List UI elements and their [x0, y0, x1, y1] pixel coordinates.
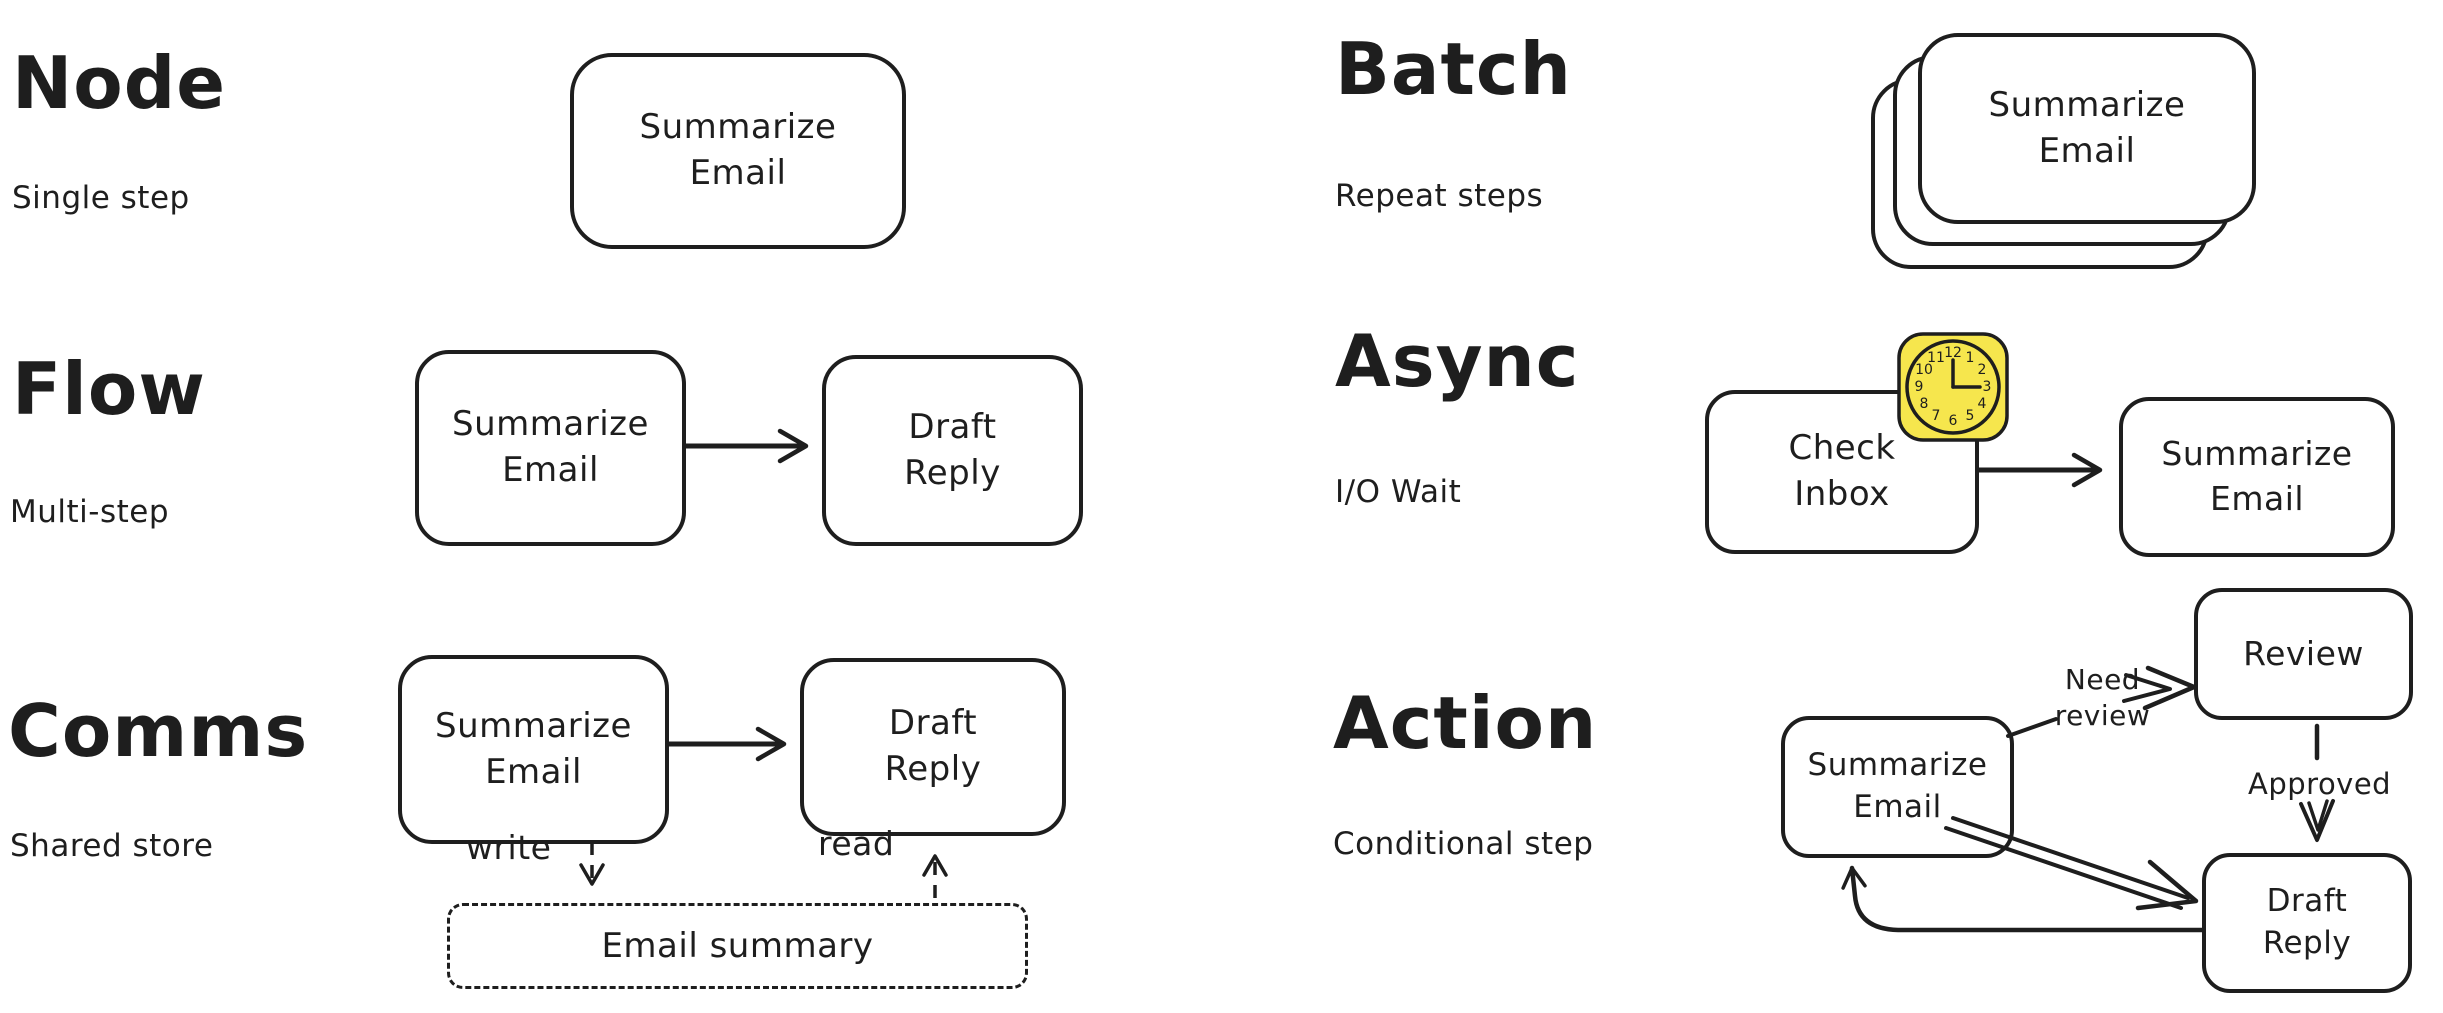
- clock-number: 1: [1966, 350, 1975, 366]
- async-check-inbox-box: Check Inbox: [1705, 390, 1979, 554]
- batch-section-title: Batch: [1335, 27, 1572, 111]
- clock-number: 12: [1944, 345, 1962, 361]
- clock-number: 6: [1949, 413, 1958, 429]
- clock-number: 8: [1920, 396, 1929, 412]
- flow-section-title: Flow: [12, 347, 206, 431]
- action-draft-reply-box: Draft Reply: [2202, 853, 2412, 993]
- node-section-subtitle: Single step: [12, 180, 190, 216]
- batch-section-subtitle: Repeat steps: [1335, 178, 1544, 214]
- clock-number: 10: [1915, 362, 1933, 378]
- clock-number: 9: [1915, 379, 1924, 395]
- action-summarize-email-box: Summarize Email: [1781, 716, 2014, 858]
- node-section-title: Node: [12, 41, 227, 125]
- clock-number: 4: [1978, 396, 1987, 412]
- node-summarize-email-box: Summarize Email: [570, 53, 906, 249]
- clock-number: 5: [1966, 408, 1975, 424]
- clock-number: 3: [1983, 379, 1992, 395]
- async-summarize-email-box: Summarize Email: [2119, 397, 2395, 557]
- clock-icon: 12 1 2 3 4 5 6 7 8 9 10 11: [1897, 332, 2009, 442]
- clock-number: 2: [1978, 362, 1987, 378]
- summarize-to-draft-arrowhead: [2135, 859, 2199, 911]
- write-label: write: [466, 828, 552, 867]
- email-summary-store-box: Email summary: [447, 903, 1028, 989]
- async-section-title: Async: [1335, 319, 1580, 403]
- approved-arrowhead: [2299, 799, 2335, 842]
- action-review-box: Review: [2194, 588, 2413, 720]
- comms-draft-reply-box: Draft Reply: [800, 658, 1066, 836]
- need-review-label: Need review: [2054, 663, 2151, 733]
- read-label: read: [818, 824, 895, 863]
- batch-summarize-email-box: Summarize Email: [1918, 33, 2256, 224]
- draft-to-summarize-return-arrow: [1841, 865, 2205, 933]
- flow-summarize-email-box: Summarize Email: [415, 350, 686, 546]
- action-section-subtitle: Conditional step: [1333, 826, 1594, 862]
- approved-arrowhead-2: [2307, 799, 2329, 832]
- clock-number: 11: [1927, 350, 1945, 366]
- flow-draft-reply-box: Draft Reply: [822, 355, 1083, 546]
- comms-summarize-email-box: Summarize Email: [398, 655, 669, 844]
- comms-section-subtitle: Shared store: [10, 828, 214, 864]
- clock-number: 7: [1932, 408, 1941, 424]
- async-section-subtitle: I/O Wait: [1335, 474, 1462, 510]
- approved-label: Approved: [2248, 767, 2392, 801]
- flow-section-subtitle: Multi-step: [10, 494, 170, 530]
- action-section-title: Action: [1333, 681, 1598, 765]
- comms-section-title: Comms: [8, 689, 309, 773]
